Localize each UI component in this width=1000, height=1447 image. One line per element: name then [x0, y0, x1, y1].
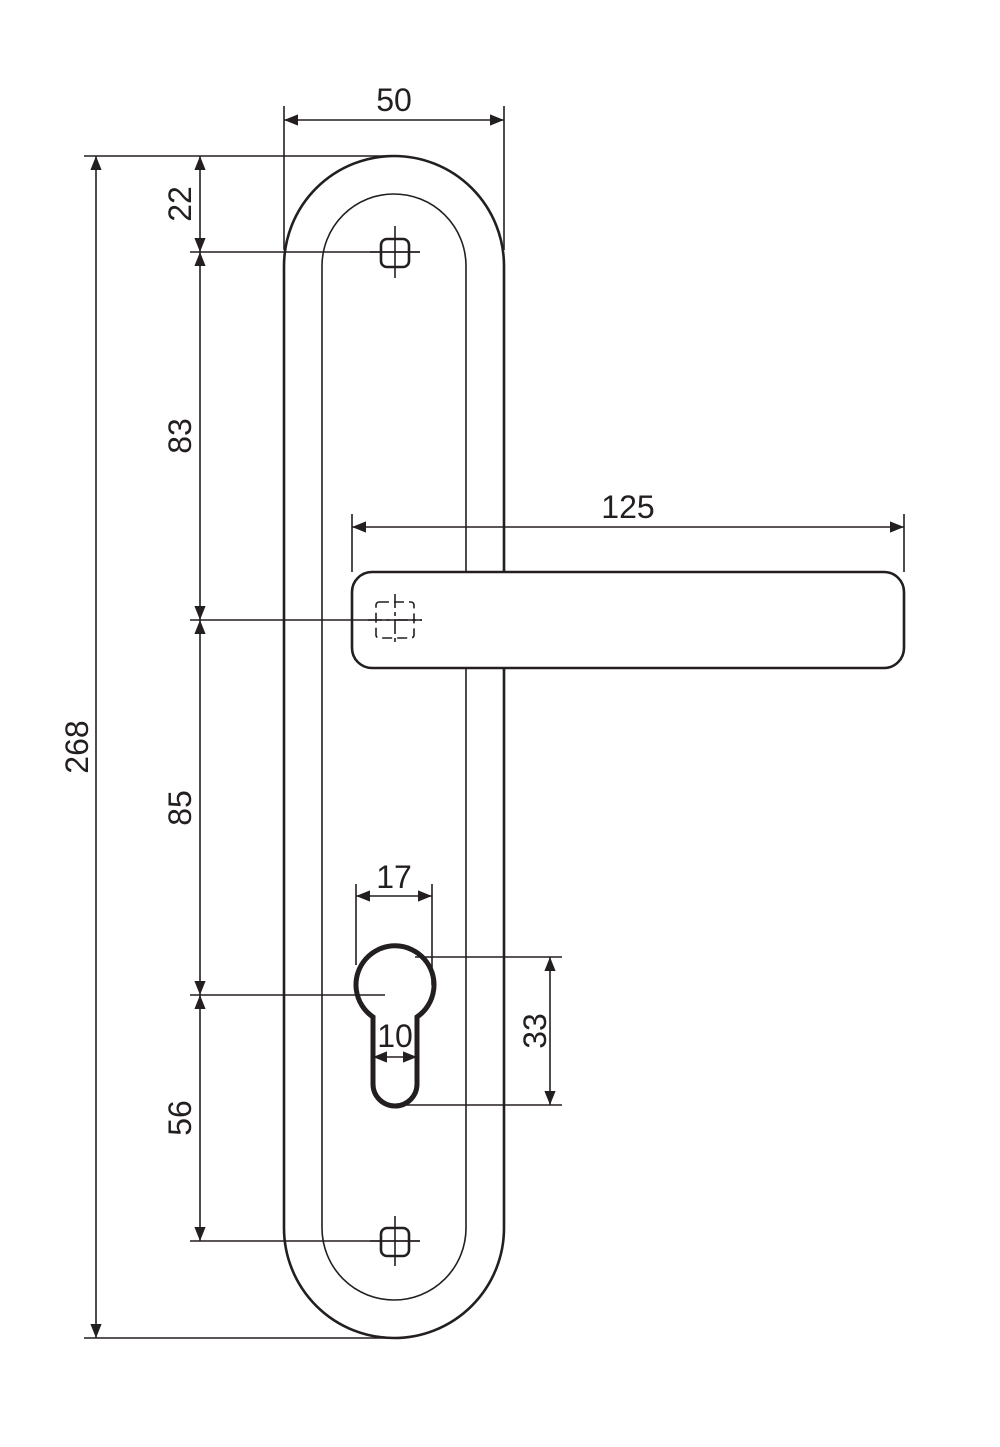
lever-handle [350, 570, 906, 670]
dim-top-to-screw: 22 [162, 186, 198, 222]
dim-handle-to-cylinder: 85 [162, 790, 198, 826]
back-plate-inner-contour [321, 193, 467, 1301]
dimension-lines [90, 114, 904, 1338]
dim-cylinder-height: 33 [517, 1013, 553, 1049]
cylinder-cutout [353, 943, 437, 1109]
dim-total-height: 268 [59, 720, 95, 773]
back-plate-outline [282, 154, 506, 1340]
dim-handle-length: 125 [601, 489, 654, 525]
dim-cylinder-slot-width: 10 [377, 1018, 413, 1054]
dim-screw-to-handle: 83 [162, 418, 198, 454]
dim-cylinder-width: 17 [376, 859, 412, 895]
dim-cylinder-to-screw: 56 [162, 1100, 198, 1136]
dim-plate-width: 50 [376, 82, 412, 118]
extension-lines [84, 106, 905, 1339]
